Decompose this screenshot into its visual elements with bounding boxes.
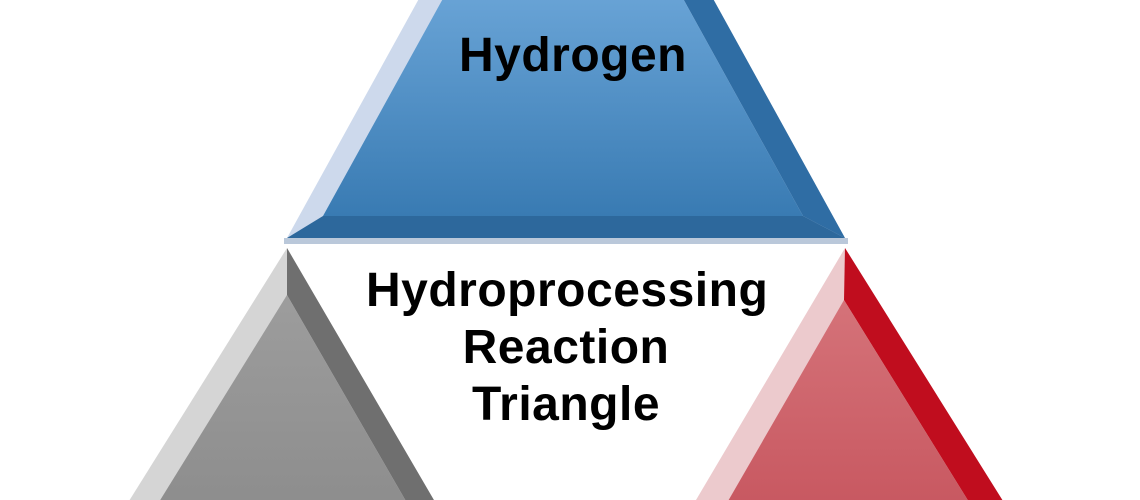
bottom-right-triangle-right-bevel [844, 248, 1003, 500]
bottom-right-triangle [695, 248, 1003, 500]
center-label-line-2: Reaction [462, 321, 670, 374]
bottom-left-triangle-face [160, 295, 406, 500]
top-triangle [287, 0, 845, 238]
center-label-line-1: Hydroprocessing [366, 264, 769, 317]
top-triangle-bottom-bevel [287, 216, 845, 238]
center-label-line-3: Triangle [471, 378, 661, 431]
top-triangle-right-bevel [683, 0, 845, 238]
hydrogen-label: Hydrogen [458, 29, 687, 82]
center-label: Hydroprocessing Reaction Triangle [366, 262, 769, 433]
bottom-right-triangle-face [728, 300, 968, 500]
top-triangle-face [323, 0, 803, 216]
blue-base-strip [284, 238, 848, 244]
bottom-left-triangle [129, 248, 434, 500]
bottom-left-triangle-right-bevel [287, 248, 434, 500]
